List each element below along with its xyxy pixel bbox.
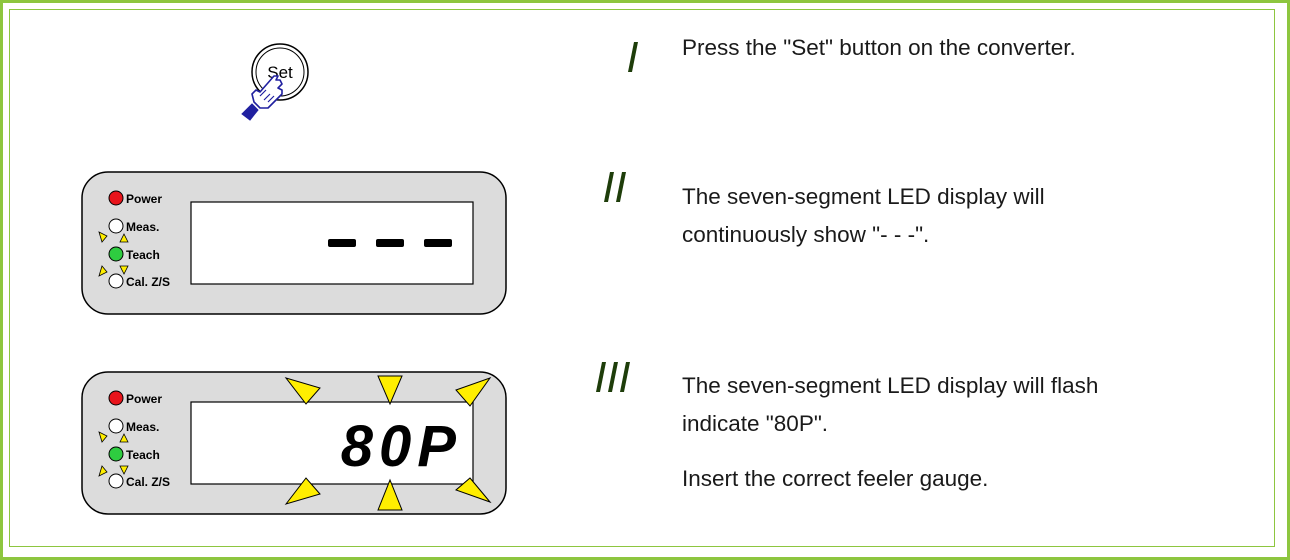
step-1-text: Press the "Set" button on the converter.	[682, 35, 1076, 60]
teach-flash-markers	[98, 431, 129, 477]
power-label: Power	[126, 392, 162, 406]
set-button-illustration: Set	[241, 43, 309, 121]
power-led	[108, 190, 124, 206]
meas-label: Meas.	[126, 420, 159, 434]
display-dashes	[328, 239, 452, 247]
step-3-text: The seven-segment LED display will flash…	[682, 367, 1098, 443]
cal-label: Cal. Z/S	[126, 475, 170, 489]
step-3-note: Insert the correct feeler gauge.	[682, 466, 989, 491]
power-led	[108, 390, 124, 406]
step-numeral-1	[628, 42, 638, 72]
teach-led	[108, 446, 124, 462]
step-3-line-2: indicate "80P".	[682, 411, 829, 436]
power-label: Power	[126, 192, 162, 206]
meas-label: Meas.	[126, 220, 159, 234]
step-2-line-1: The seven-segment LED display will	[682, 184, 1045, 209]
step-numeral-3	[596, 362, 630, 392]
display-flash-markers	[284, 375, 492, 511]
converter-panel-1: Power Meas. Teach Cal. Z/S	[81, 171, 507, 315]
display-value: 80P	[341, 414, 462, 479]
teach-label: Teach	[126, 448, 160, 462]
meas-led	[108, 218, 124, 234]
teach-led	[108, 246, 124, 262]
cal-led	[108, 473, 124, 489]
step-2-line-2: continuously show "- - -".	[682, 222, 930, 247]
teach-label: Teach	[126, 248, 160, 262]
step-2-text: The seven-segment LED display will conti…	[682, 178, 1045, 254]
pointing-hand-icon	[241, 75, 283, 121]
cal-label: Cal. Z/S	[126, 275, 170, 289]
step-numeral-2	[604, 172, 626, 202]
led-display-2	[190, 401, 474, 485]
teach-flash-markers	[98, 231, 129, 277]
cal-led	[108, 273, 124, 289]
converter-panel-2: Power Meas. Teach Cal. Z/S 80P	[81, 371, 507, 515]
step-3-line-1: The seven-segment LED display will flash	[682, 373, 1099, 398]
meas-led	[108, 418, 124, 434]
page-frame-inner	[9, 9, 1275, 547]
